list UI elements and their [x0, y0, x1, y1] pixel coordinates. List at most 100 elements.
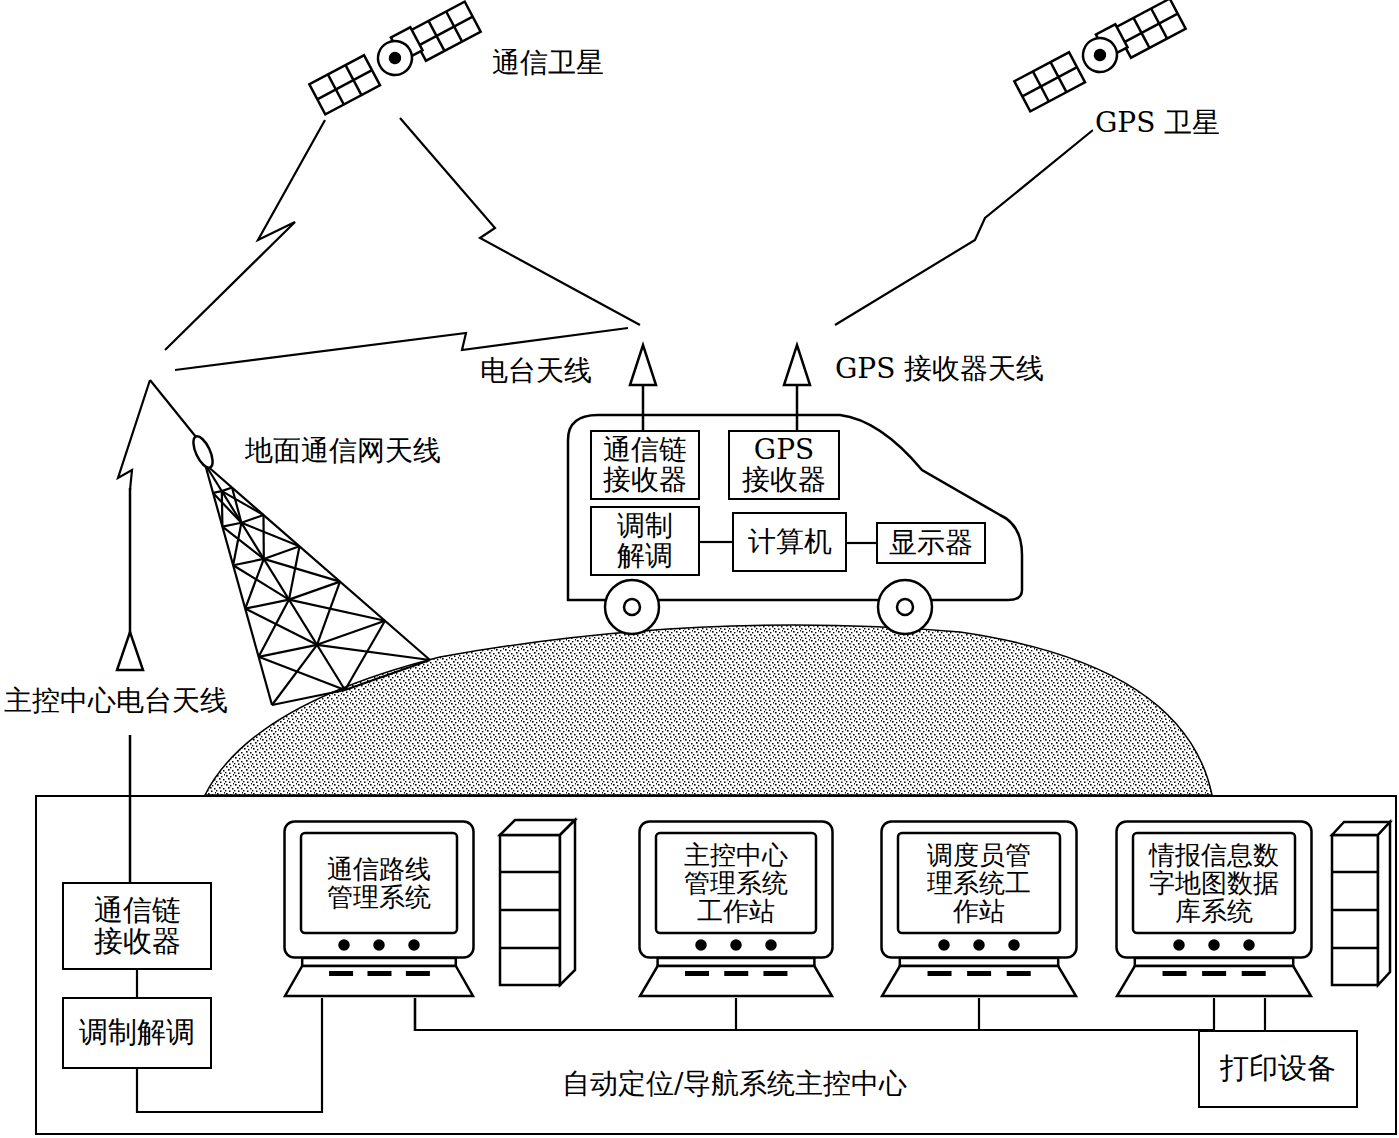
box-label: 打印设备: [1219, 1053, 1338, 1084]
keyboard-key: [1007, 971, 1031, 976]
monitor-knob: [940, 941, 949, 950]
server-cabinet: [1332, 835, 1378, 985]
monitor-knob: [1245, 941, 1254, 950]
workstation-monitor: 情报信息数字地图数据库系统: [1115, 820, 1313, 998]
tower-brace: [233, 559, 264, 565]
box-label: 调度员管理系统工作站: [926, 841, 1031, 925]
tower-brace: [233, 523, 241, 565]
server-cabinet: [500, 835, 560, 985]
keyboard-key: [685, 971, 709, 976]
keyboard-key: [928, 971, 952, 976]
antenna-symbol: [784, 345, 810, 385]
box-label: 调制解调: [616, 511, 673, 571]
tower-brace: [221, 491, 224, 527]
cabinet-shelf: [1332, 909, 1378, 912]
callout-label: 主控中心电台天线: [2, 686, 230, 717]
box-label: 计算机: [745, 527, 835, 557]
monitor-bezel: [285, 822, 474, 958]
frame-title: 自动定位/导航系统主控中心: [562, 1069, 907, 1099]
antenna-symbol: [117, 632, 143, 670]
tower-brace: [245, 559, 264, 609]
tower-leg: [205, 464, 430, 660]
keyboard: [882, 966, 1076, 996]
monitor-bezel: [882, 822, 1077, 958]
device-box: 显示器: [876, 522, 986, 564]
monitor-screen-area: 情报信息数字地图数据库系统: [1135, 835, 1293, 931]
tower-brace: [213, 491, 222, 493]
control-center-frame: 自动定位/导航系统主控中心通信链接收器通信路线管理系统主控中心管理系统工作站调度…: [35, 795, 1397, 1135]
wheel-hub: [897, 599, 913, 615]
device-box: 通信链接收器: [62, 882, 212, 970]
cabinet-shelf: [500, 871, 560, 874]
vehicle-body: [568, 415, 1022, 600]
connector-line: [136, 970, 138, 997]
radio-link: [835, 130, 1093, 325]
connector-line: [415, 998, 979, 1030]
connector-line: [847, 542, 876, 544]
radio-link: [165, 120, 325, 350]
tower-brace: [245, 600, 289, 609]
tower-brace: [264, 546, 300, 559]
monitor-knob: [375, 941, 384, 950]
tower-brace: [233, 565, 289, 599]
tower: [205, 464, 430, 705]
monitor-screen-area: 通信路线管理系统: [303, 835, 455, 931]
antenna-wire: [129, 735, 132, 882]
cabinet-shelf: [1332, 947, 1378, 950]
box-label: 通信链接收器: [93, 895, 181, 958]
box-label: 显示器: [886, 528, 976, 558]
monitor-knob: [1175, 941, 1184, 950]
monitor-knob: [410, 941, 419, 950]
tower-leg: [205, 464, 272, 705]
tower-brace: [317, 645, 430, 660]
antenna-symbol: [630, 345, 656, 385]
cabinet-shelf: [500, 909, 560, 912]
radio-link: [400, 118, 640, 325]
cabinet-shelf: [1332, 871, 1378, 874]
keyboard-key: [1242, 971, 1266, 976]
radio-link: [118, 380, 150, 490]
tower-brace: [241, 523, 299, 547]
server-cabinet: [1378, 822, 1390, 985]
keyboard-key: [724, 971, 748, 976]
tower-brace: [222, 527, 263, 559]
keyboard-key: [967, 971, 991, 976]
gps-satellite: [1013, 0, 1186, 111]
wheel-hub: [624, 599, 640, 615]
tower-leg: [205, 464, 345, 690]
keyboard: [1117, 966, 1311, 996]
tower-brace: [232, 488, 241, 523]
device-box: 计算机: [732, 512, 847, 572]
comm-satellite: [308, 0, 481, 114]
tower-brace: [222, 491, 264, 515]
keyboard-key: [763, 971, 787, 976]
tower-brace: [264, 559, 340, 582]
keyboard-key: [367, 971, 391, 976]
monitor-knob: [697, 941, 706, 950]
cabinet-shelf: [500, 947, 560, 950]
monitor-knob: [1010, 941, 1019, 950]
tower-brace: [345, 621, 385, 690]
keyboard: [640, 966, 832, 996]
vehicle-wheel: [605, 580, 659, 634]
tower-brace: [345, 660, 430, 690]
tower-brace: [272, 645, 317, 705]
monitor-knob: [732, 941, 741, 950]
device-box: 通信链接收器: [590, 430, 700, 500]
box-label: GPS接收器: [741, 435, 826, 495]
keyboard-key: [1202, 971, 1226, 976]
keyboard-key: [406, 971, 430, 976]
tower-brace: [272, 690, 345, 705]
device-box: 调制解调: [62, 997, 212, 1069]
tower-brace: [222, 523, 241, 527]
tower-brace: [262, 515, 264, 559]
tower-brace: [259, 600, 289, 657]
tower-brace: [289, 546, 300, 599]
monitor-screen: [656, 833, 816, 933]
callout-label: GPS 卫星: [1093, 108, 1222, 139]
box-label: 调制解调: [78, 1017, 197, 1048]
device-box: 打印设备: [1198, 1030, 1358, 1108]
server-cabinet: [560, 820, 575, 985]
device-box: 调制解调: [590, 506, 700, 576]
